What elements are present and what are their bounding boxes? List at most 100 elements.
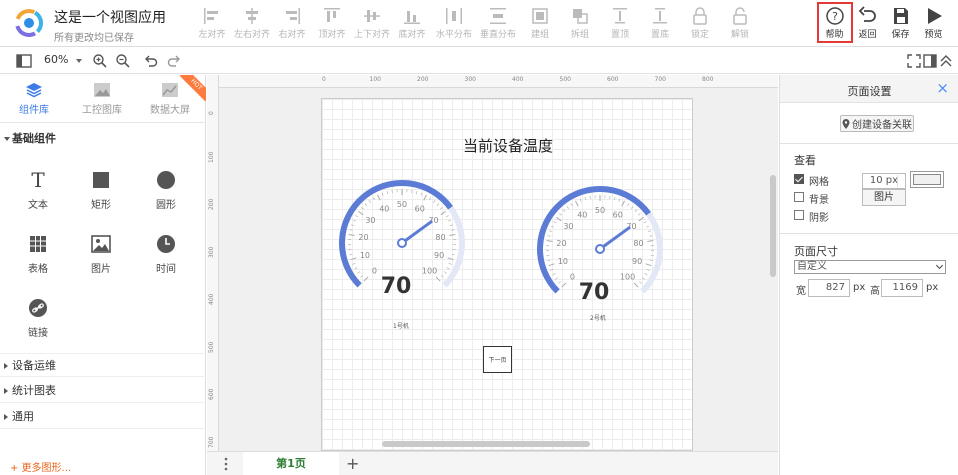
align-right-button[interactable]: 右对齐 — [272, 5, 312, 43]
app-title[interactable]: 这是一个视图应用 — [54, 10, 166, 26]
gauge-tick-label: 10 — [558, 257, 568, 266]
tab-industrial-gallery[interactable]: 工控图库 — [68, 75, 136, 123]
align-bottom-button[interactable]: 底对齐 — [392, 5, 432, 43]
gauge-tick — [618, 198, 621, 202]
section-general[interactable]: 通用 — [0, 405, 206, 429]
redo-icon[interactable] — [166, 53, 182, 69]
format-panel-icon[interactable] — [922, 53, 938, 69]
section-basic-components[interactable]: 基础组件 — [0, 127, 206, 151]
shadow-checkbox[interactable] — [794, 210, 804, 220]
height-input[interactable]: 1169 — [881, 279, 923, 297]
group-icon — [532, 8, 548, 24]
gauge-tick — [433, 200, 436, 203]
zoom-select[interactable]: 60% — [44, 53, 84, 69]
vertical-scrollbar[interactable] — [770, 175, 776, 277]
ungroup-icon — [573, 9, 588, 24]
clock-icon — [157, 235, 175, 253]
background-checkbox[interactable] — [794, 192, 804, 202]
ruler-tick-label: 700 — [208, 436, 215, 448]
shape-rectangle[interactable]: 矩形 — [69, 169, 133, 225]
add-page-button[interactable]: + — [346, 454, 360, 473]
zoom-out-icon[interactable] — [115, 53, 131, 69]
gauge-tick — [559, 213, 562, 216]
help-icon: ? — [825, 7, 844, 25]
view-toolbar: 60% — [0, 48, 958, 74]
align-left-button[interactable]: 左对齐 — [192, 5, 232, 43]
section-statistics-charts[interactable]: 统计图表 — [0, 379, 206, 403]
tab-components[interactable]: 组件库 — [0, 75, 68, 123]
background-image-button[interactable]: 图片 — [862, 189, 906, 206]
ruler-tick-label: 0 — [322, 76, 326, 83]
gauge-tick — [621, 200, 625, 207]
horizontal-scrollbar[interactable] — [382, 441, 590, 447]
stepper-icon[interactable] — [897, 175, 904, 187]
distribute-v-button[interactable]: 垂直分布 — [476, 5, 520, 43]
page-size-select[interactable]: 自定义 — [794, 260, 946, 274]
gauge-tick — [561, 282, 567, 288]
page-heading[interactable]: 当前设备温度 — [462, 137, 553, 155]
grid-label: 网格 — [809, 177, 829, 188]
page-tabs-bar: 第1页 + — [207, 451, 778, 475]
panel-toggle-icon[interactable] — [16, 53, 32, 69]
picture-icon — [91, 235, 111, 253]
close-icon[interactable]: × — [936, 79, 949, 97]
gauge-hub — [595, 244, 605, 254]
more-shapes-link[interactable]: + 更多图形... — [10, 463, 72, 474]
ruler-tick-label: 0 — [208, 111, 215, 115]
align-top-button[interactable]: 顶对齐 — [312, 5, 352, 43]
page-menu-icon[interactable] — [224, 457, 228, 471]
save-status: 所有更改均已保存 — [54, 33, 134, 44]
align-center-v-button[interactable]: 上下对齐 — [352, 5, 392, 43]
ungroup-button[interactable]: 拆组 — [560, 5, 600, 43]
help-button[interactable]: ? 帮助 — [818, 3, 851, 41]
gauge-tick — [609, 195, 611, 199]
shape-circle[interactable]: 圆形 — [134, 169, 198, 225]
gauge-tick — [584, 197, 587, 201]
zoom-in-icon[interactable] — [92, 53, 108, 69]
ruler-tick-label: 500 — [208, 341, 215, 353]
back-button[interactable]: 返回 — [851, 3, 884, 41]
gauge-tick-label: 40 — [577, 210, 587, 219]
grid-checkbox[interactable] — [794, 174, 804, 184]
shape-picture[interactable]: 图片 — [69, 233, 133, 289]
gauge-tick — [364, 203, 368, 207]
gauge-tick — [627, 203, 630, 207]
send-back-button[interactable]: 置底 — [640, 5, 680, 43]
group-button[interactable]: 建组 — [520, 5, 560, 43]
section-device-ops[interactable]: 设备运维 — [0, 353, 206, 377]
gauge-tick — [440, 207, 443, 210]
gauge-tick — [646, 225, 649, 228]
grid-size-input[interactable]: 10 px — [862, 173, 906, 189]
shape-clock[interactable]: 时间 — [134, 233, 198, 289]
gauge-tick-label: 20 — [358, 233, 368, 242]
panel-title: 页面设置 — [847, 85, 892, 98]
fullscreen-icon[interactable] — [906, 53, 922, 69]
collapse-icon[interactable] — [938, 53, 954, 69]
gauge-tick — [446, 267, 450, 270]
grid-color-picker[interactable] — [910, 171, 944, 188]
undo-icon[interactable] — [143, 53, 159, 69]
shape-link[interactable]: 链接 — [6, 297, 70, 353]
save-button[interactable]: 保存 — [884, 3, 917, 41]
preview-button[interactable]: 预览 — [917, 3, 950, 41]
width-input[interactable]: 827 — [808, 279, 850, 297]
create-device-association-button[interactable]: 创建设备关联 — [840, 115, 914, 132]
lock-button[interactable]: 锁定 — [680, 5, 720, 43]
undo-arrow-icon — [858, 6, 876, 22]
tab-data-dashboard[interactable]: 数据大屏 HOT — [136, 75, 206, 123]
bring-front-button[interactable]: 置顶 — [600, 5, 640, 43]
gauge-tick — [357, 271, 360, 274]
distribute-h-button[interactable]: 水平分布 — [432, 5, 476, 43]
align-center-h-button[interactable]: 左右对齐 — [232, 5, 272, 43]
gauge-tick — [552, 273, 556, 276]
next-page-button[interactable]: 下一页 — [483, 346, 512, 373]
shape-table[interactable]: 表格 — [6, 233, 70, 289]
chevron-down-icon — [76, 59, 82, 63]
page-tab-1[interactable]: 第1页 — [243, 452, 339, 475]
shape-text[interactable]: T 文本 — [28, 170, 48, 211]
unlock-button[interactable]: 解锁 — [720, 5, 760, 43]
